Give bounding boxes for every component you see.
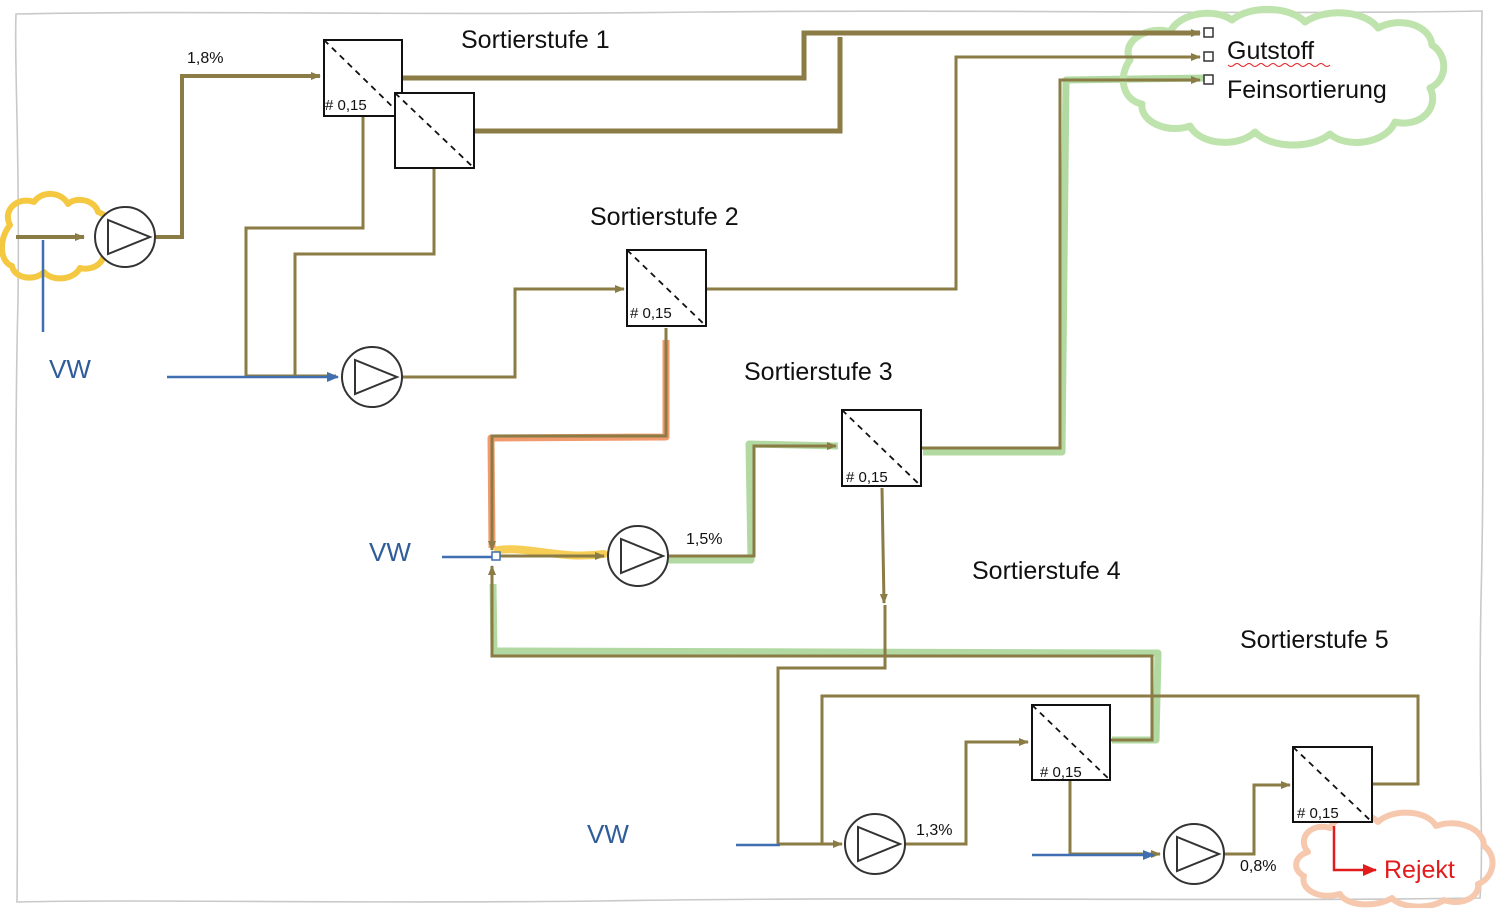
- pressure-screen-icon-5: [1292, 746, 1373, 823]
- highlight-orange-reject: [487, 340, 670, 549]
- line-stage5-accept-loop: [820, 694, 1420, 844]
- outlet-port-1: [1203, 27, 1214, 38]
- stage-label-1: Sortierstufe 1: [461, 26, 610, 54]
- water-label-3: VW: [587, 819, 629, 849]
- line-stage1a-accept: [402, 29, 1201, 81]
- outlet-port-2: [1203, 51, 1214, 62]
- consistency-label-4: 1,3%: [916, 822, 952, 839]
- pressure-screen-icon-4: [1031, 704, 1111, 781]
- pump-3: [607, 525, 669, 587]
- line-pump2-to-stage2: [402, 285, 625, 379]
- pump-icon: [94, 206, 1225, 885]
- accept-label-feinsortierung: Feinsortierung: [1227, 76, 1387, 104]
- sieve-label-2: # 0,15: [630, 305, 672, 322]
- pump-2: [341, 346, 403, 408]
- line-pump4-to-stage4: [905, 738, 1029, 846]
- line-stage4-accept-loop: [488, 565, 1154, 742]
- sieve-label-4: # 0,15: [1040, 764, 1082, 781]
- stage-label-4: Sortierstufe 4: [972, 557, 1121, 585]
- sieve-label-3: # 0,15: [846, 469, 888, 486]
- consistency-label-3: 1,5%: [686, 531, 722, 548]
- line-pump3-to-stage3: [668, 442, 837, 558]
- pressure-screen-icon-2: [626, 249, 707, 327]
- line-stage4-reject: [1068, 780, 1161, 858]
- mixing-node: [491, 551, 501, 561]
- accept-label-gutstoff: Gutstoff: [1227, 37, 1314, 65]
- water-label-2: VW: [369, 537, 411, 567]
- pump-4: [844, 813, 906, 875]
- line-pump5-to-stage5: [1224, 781, 1291, 856]
- line-stage1b-accept: [474, 37, 843, 134]
- page-border: [14, 10, 1484, 903]
- reject-arrow: [1332, 826, 1377, 876]
- line-stage3-reject: [879, 487, 888, 604]
- line-stage1a-reject: [244, 116, 365, 376]
- spellcheck-squiggle: [1227, 63, 1331, 67]
- sieve-label-5: # 0,15: [1297, 805, 1339, 822]
- highlight-green-accept: [923, 74, 1209, 456]
- pressure-screen-icon-3: [841, 409, 922, 487]
- reject-label: Rejekt: [1384, 856, 1455, 884]
- line-stage3-accept: [921, 76, 1201, 450]
- stage-label-2: Sortierstufe 2: [590, 203, 739, 231]
- consistency-label-1: 1,8%: [187, 50, 223, 67]
- pump-5: [1163, 823, 1225, 885]
- outlet-port-3: [1203, 74, 1214, 85]
- consistency-label-5: 0,8%: [1240, 858, 1276, 875]
- stage-label-3: Sortierstufe 3: [744, 358, 893, 386]
- line-pump1-to-stage1: [155, 72, 321, 239]
- line-stage2-reject: [488, 328, 668, 551]
- pump-1: [94, 206, 156, 268]
- cloud-icon-accept: [1119, 5, 1448, 149]
- pressure-screen-icon-1a: [323, 39, 403, 117]
- stage-label-5: Sortierstufe 5: [1240, 626, 1389, 654]
- line-stage1b-reject: [293, 168, 436, 376]
- line-stage3-reject-down: [776, 605, 887, 844]
- water-label-1: VW: [49, 354, 91, 384]
- line-stage2-accept: [706, 53, 1201, 291]
- sieve-label-1a: # 0,15: [325, 97, 367, 114]
- pressure-screen-icon-1b: [394, 92, 475, 169]
